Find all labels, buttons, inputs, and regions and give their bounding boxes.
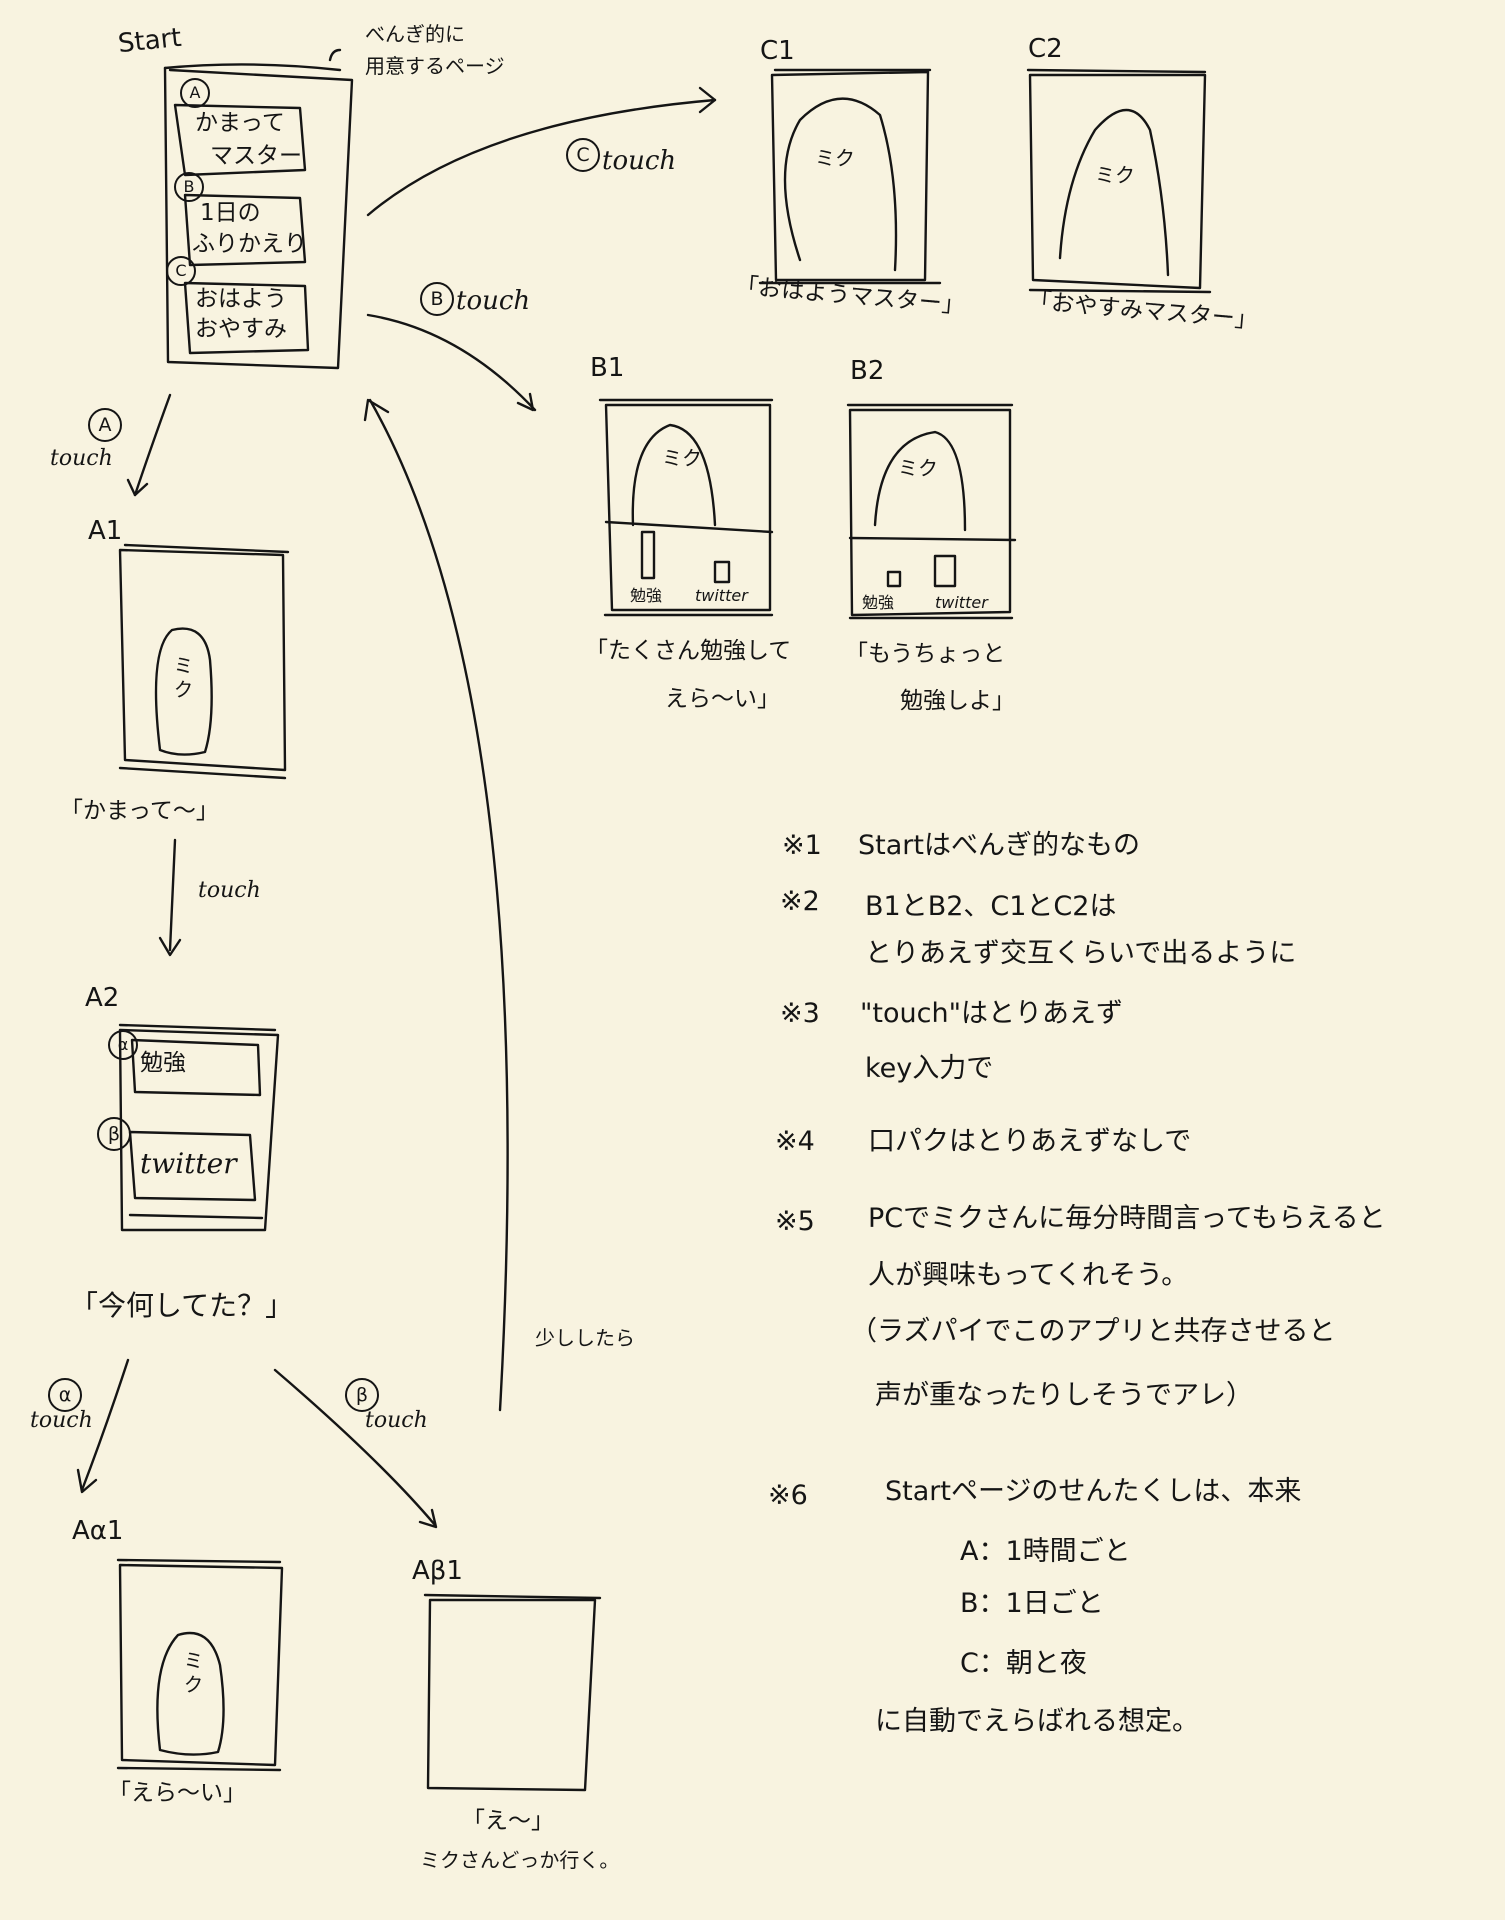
- start-option-a-line2[interactable]: マスター: [210, 143, 302, 169]
- a2-beta-marker: β: [97, 1117, 131, 1151]
- ab1-quote-line1: 「え〜」: [462, 1808, 554, 1834]
- note-6-line-5: に自動でえらばれる想定。: [875, 1706, 1199, 1737]
- note-5-line-3: （ラズパイでこのアプリと共存させると: [850, 1316, 1336, 1347]
- note-1-line-1: Startはべんぎ的なもの: [858, 830, 1140, 861]
- beta-touch-marker: β: [345, 1378, 379, 1412]
- b2-quote-line1: 「もうちょっと: [845, 641, 1006, 667]
- start-option-c-line2[interactable]: おやすみ: [195, 316, 287, 342]
- note-6-line-4: C：朝と夜: [960, 1648, 1087, 1679]
- b-touch-label: touch: [456, 286, 531, 316]
- b1-title: B1: [590, 353, 625, 383]
- a2-screen-frame: [118, 1023, 280, 1232]
- b2-twitter-button[interactable]: twitter: [935, 593, 988, 612]
- c1-screen-frame: [758, 68, 942, 285]
- a2-quote: 「今何してた？」: [70, 1289, 294, 1322]
- return-label: 少ししたら: [535, 1326, 635, 1350]
- alpha-touch-marker: α: [48, 1378, 82, 1412]
- start-annotation: べんぎ的に 用意するページ: [365, 22, 505, 78]
- start-option-c-line1[interactable]: おはよう: [195, 286, 287, 312]
- arrows: [76, 86, 717, 1529]
- a2-twitter-option[interactable]: twitter: [140, 1147, 237, 1180]
- alpha-touch-label: touch: [30, 1408, 93, 1433]
- a2-title: A2: [85, 983, 120, 1013]
- start-option-a-marker: A: [180, 78, 210, 108]
- note-4-line-1: 口パクはとりあえずなしで: [868, 1126, 1192, 1157]
- b-touch-marker: B: [420, 282, 454, 316]
- a1-screen-frame: [118, 543, 290, 780]
- c-touch-label: touch: [602, 146, 677, 176]
- c1-title: C1: [760, 36, 795, 66]
- a-touch-label: touch: [50, 446, 113, 471]
- aa1-screen-frame: [116, 1558, 284, 1772]
- start-option-b-line1[interactable]: 1日の: [200, 200, 261, 226]
- start-title: Start: [116, 22, 183, 60]
- c2-title: C2: [1028, 34, 1063, 64]
- a1-touch-label: touch: [198, 878, 261, 903]
- c2-character: ミク: [1095, 163, 1135, 187]
- a1-character: ミク: [170, 655, 194, 703]
- aa1-character: ミク: [180, 1650, 204, 1698]
- c1-character: ミク: [815, 146, 855, 170]
- ab1-quote-line2: ミクさんどっか行く。: [420, 1848, 620, 1872]
- start-option-b-line2[interactable]: ふりかえり: [192, 231, 307, 257]
- b2-quote-line2: 勉強しよ」: [900, 688, 1015, 714]
- aa1-title: Aα1: [72, 1516, 124, 1546]
- note-5-line-1: PCでミクさんに毎分時間言ってもらえると: [868, 1203, 1386, 1234]
- b1-quote-line2: えら〜い」: [665, 686, 780, 712]
- aa1-quote: 「えら〜い」: [108, 1780, 246, 1806]
- ab1-title: Aβ1: [412, 1556, 463, 1586]
- a2-alpha-marker: α: [108, 1030, 138, 1060]
- a1-quote: 「かまって〜」: [60, 798, 219, 824]
- b2-character: ミク: [898, 456, 938, 480]
- b2-screen-frame: [846, 403, 1017, 620]
- note-5-line-4: 声が重なったりしそうでアレ）: [875, 1380, 1253, 1411]
- note-6-mark: ※6: [768, 1480, 808, 1511]
- beta-touch-label: touch: [365, 1408, 428, 1433]
- note-3-mark: ※3: [780, 998, 820, 1029]
- c-touch-marker: C: [566, 138, 600, 172]
- note-2-mark: ※2: [780, 886, 820, 917]
- note-2-line-2: とりあえず交互くらいで出るように: [865, 938, 1297, 969]
- b1-screen-frame: [598, 398, 774, 617]
- note-3-line-1: "touch"はとりあえず: [860, 998, 1124, 1029]
- note-2-line-1: B1とB2、C1とC2は: [865, 891, 1117, 922]
- a-touch-marker: A: [88, 408, 122, 442]
- note-4-mark: ※4: [775, 1126, 815, 1157]
- start-option-c-marker: C: [166, 256, 196, 286]
- a2-study-option[interactable]: 勉強: [140, 1050, 186, 1076]
- ab1-screen-frame: [423, 1593, 602, 1792]
- a1-title: A1: [88, 516, 123, 546]
- note-1-mark: ※1: [782, 830, 822, 861]
- b1-twitter-button[interactable]: twitter: [695, 586, 748, 605]
- b2-study-button[interactable]: 勉強: [862, 593, 895, 612]
- note-6-line-2: A：1時間ごと: [960, 1536, 1131, 1567]
- note-3-line-2: key入力で: [865, 1053, 994, 1084]
- b1-character: ミク: [662, 446, 702, 470]
- start-option-a-line1[interactable]: かまって: [195, 110, 285, 136]
- note-5-line-2: 人が興味もってくれそう。: [868, 1260, 1189, 1291]
- start-option-b-marker: B: [174, 172, 204, 202]
- note-5-mark: ※5: [775, 1206, 815, 1237]
- b2-title: B2: [850, 356, 885, 386]
- b1-quote-line1: 「たくさん勉強して: [585, 638, 792, 664]
- note-6-line-1: Startページのせんたくしは、本来: [885, 1476, 1302, 1507]
- start-screen-frame: [163, 48, 354, 370]
- b1-study-button[interactable]: 勉強: [630, 586, 663, 605]
- c2-screen-frame: [1026, 68, 1212, 294]
- note-6-line-3: B：1日ごと: [960, 1588, 1104, 1619]
